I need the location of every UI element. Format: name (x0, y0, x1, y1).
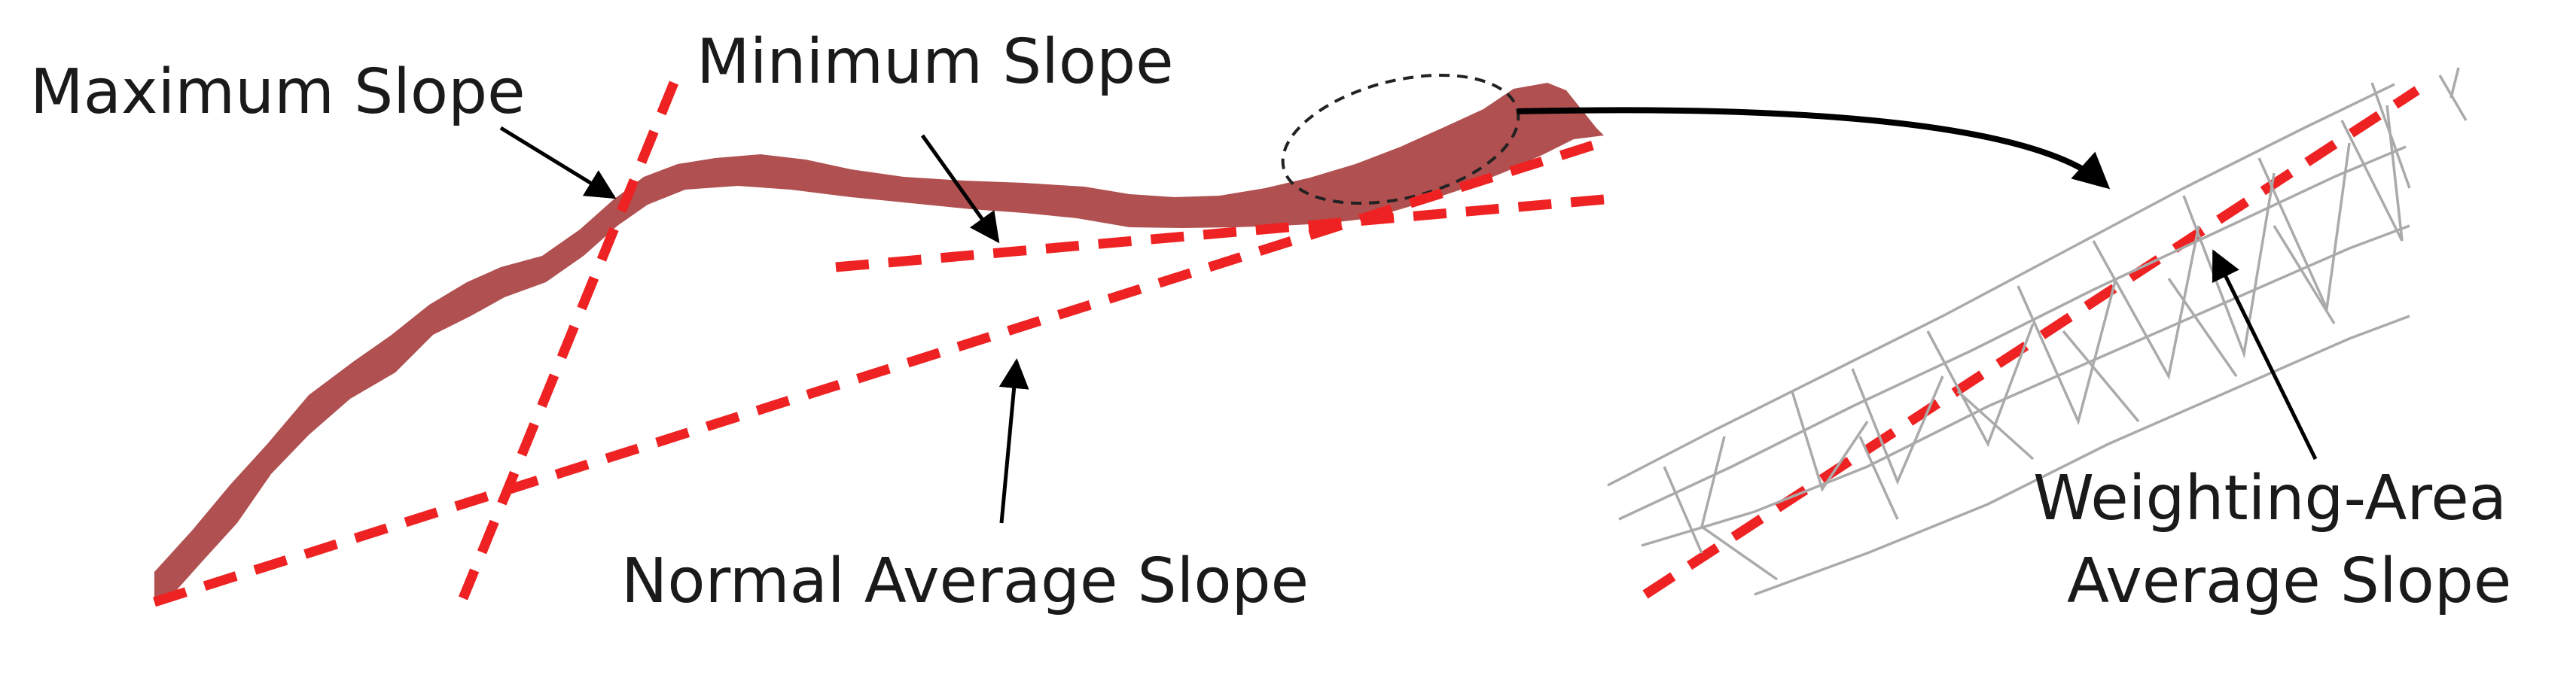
minimum-slope-label: Minimum Slope (697, 26, 1174, 98)
weighting-area-average-slope-arrow (2212, 249, 2318, 461)
weighting-area-label-line1: Weighting-Area (2033, 463, 2507, 534)
terrain-profile (154, 83, 1604, 598)
normal-average-slope-label: Normal Average Slope (621, 546, 1309, 617)
magnified-mesh (1607, 67, 2468, 596)
weighting-area-average-slope-line (1642, 86, 2420, 599)
maximum-slope-label: Maximum Slope (30, 56, 526, 128)
normal-average-slope-line (153, 138, 1602, 607)
minimum-slope-line (835, 194, 1605, 272)
minimum-slope-arrow (920, 134, 1000, 244)
slope-lines (153, 81, 2420, 607)
maximum-slope-arrow (499, 126, 617, 199)
magnify-arrow (1517, 107, 2111, 190)
pointer-arrows (499, 126, 2318, 524)
maximum-slope-line (458, 81, 679, 601)
weighting-area-label-line2: Average Slope (2067, 546, 2511, 617)
normal-average-slope-arrow (998, 358, 1029, 524)
